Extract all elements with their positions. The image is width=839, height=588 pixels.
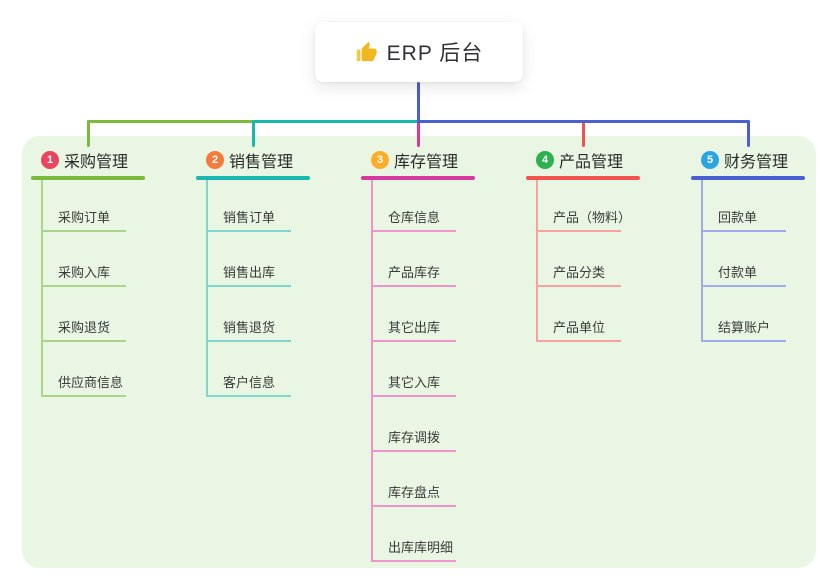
child-label: 出库库明细 xyxy=(388,540,454,555)
connector-drop xyxy=(746,120,750,147)
child-node[interactable]: 库存盘点 xyxy=(371,481,456,507)
child-node[interactable]: 采购订单 xyxy=(41,206,126,232)
child-node[interactable]: 仓库信息 xyxy=(371,206,456,232)
child-node[interactable]: 出库库明细 xyxy=(371,536,456,562)
child-node[interactable]: 产品分类 xyxy=(536,261,621,287)
child-label: 产品（物料） xyxy=(553,210,632,225)
branches-panel xyxy=(22,136,816,568)
branch-number-badge: 2 xyxy=(206,151,224,169)
connector-drop xyxy=(581,120,585,147)
branch-trunk-line xyxy=(371,180,373,562)
child-node[interactable]: 销售订单 xyxy=(206,206,291,232)
child-node[interactable]: 回款单 xyxy=(701,206,786,232)
branch-title[interactable]: 1 采购管理 xyxy=(31,148,128,172)
child-label: 客户信息 xyxy=(223,375,276,390)
root-node[interactable]: ERP 后台 xyxy=(315,22,523,82)
branch-label: 库存管理 xyxy=(394,154,459,171)
child-label: 销售订单 xyxy=(223,210,276,225)
connector-drop xyxy=(86,120,90,147)
child-label: 其它入库 xyxy=(388,375,441,390)
root-title: ERP 后台 xyxy=(386,42,484,65)
branch-trunk-line xyxy=(206,180,208,397)
branch-underline xyxy=(31,176,145,180)
connector-drop xyxy=(416,120,420,147)
child-label: 采购订单 xyxy=(58,210,111,225)
branch-number-badge: 1 xyxy=(41,151,59,169)
child-label: 库存调拨 xyxy=(388,430,441,445)
child-label: 仓库信息 xyxy=(388,210,441,225)
branch-number-badge: 5 xyxy=(701,151,719,169)
branch-label: 采购管理 xyxy=(64,154,129,171)
connector-horizontal xyxy=(417,120,750,123)
branch-label: 财务管理 xyxy=(724,154,789,171)
child-label: 采购入库 xyxy=(58,265,111,280)
child-node[interactable]: 产品（物料） xyxy=(536,206,632,232)
branch-trunk-line xyxy=(701,180,703,342)
branch-title[interactable]: 4 产品管理 xyxy=(526,148,623,172)
child-label: 回款单 xyxy=(718,210,758,225)
child-label: 产品单位 xyxy=(553,320,606,335)
child-label: 库存盘点 xyxy=(388,485,441,500)
child-label: 结算账户 xyxy=(718,320,771,335)
child-label: 其它出库 xyxy=(388,320,441,335)
branch-trunk-line xyxy=(536,180,538,342)
child-node[interactable]: 产品单位 xyxy=(536,316,621,342)
branch-underline xyxy=(361,176,475,180)
branch-number-badge: 3 xyxy=(371,151,389,169)
connector-horizontal xyxy=(251,120,420,123)
branch-title[interactable]: 2 销售管理 xyxy=(196,148,293,172)
branch-number-badge: 4 xyxy=(536,151,554,169)
child-label: 销售退货 xyxy=(223,320,276,335)
child-node[interactable]: 库存调拨 xyxy=(371,426,456,452)
branch-label: 销售管理 xyxy=(229,154,294,171)
child-node[interactable]: 客户信息 xyxy=(206,371,291,397)
child-label: 供应商信息 xyxy=(58,375,124,390)
child-node[interactable]: 采购退货 xyxy=(41,316,126,342)
root-connector-stub xyxy=(417,82,420,123)
branch-underline xyxy=(526,176,640,180)
thumbs-up-icon xyxy=(355,41,378,64)
child-node[interactable]: 其它入库 xyxy=(371,371,456,397)
child-label: 销售出库 xyxy=(223,265,276,280)
branch-label: 产品管理 xyxy=(559,154,624,171)
child-node[interactable]: 产品库存 xyxy=(371,261,456,287)
branch-title[interactable]: 3 库存管理 xyxy=(361,148,458,172)
child-node[interactable]: 销售退货 xyxy=(206,316,291,342)
connector-drop xyxy=(251,120,255,147)
child-label: 付款单 xyxy=(718,265,758,280)
child-label: 采购退货 xyxy=(58,320,111,335)
child-label: 产品分类 xyxy=(553,265,606,280)
child-node[interactable]: 其它出库 xyxy=(371,316,456,342)
child-node[interactable]: 结算账户 xyxy=(701,316,786,342)
child-node[interactable]: 采购入库 xyxy=(41,261,126,287)
branch-trunk-line xyxy=(41,180,43,397)
child-node[interactable]: 销售出库 xyxy=(206,261,291,287)
child-label: 产品库存 xyxy=(388,265,441,280)
branch-underline xyxy=(196,176,310,180)
child-node[interactable]: 供应商信息 xyxy=(41,371,126,397)
child-node[interactable]: 付款单 xyxy=(701,261,786,287)
branch-title[interactable]: 5 财务管理 xyxy=(691,148,788,172)
branch-underline xyxy=(691,176,805,180)
